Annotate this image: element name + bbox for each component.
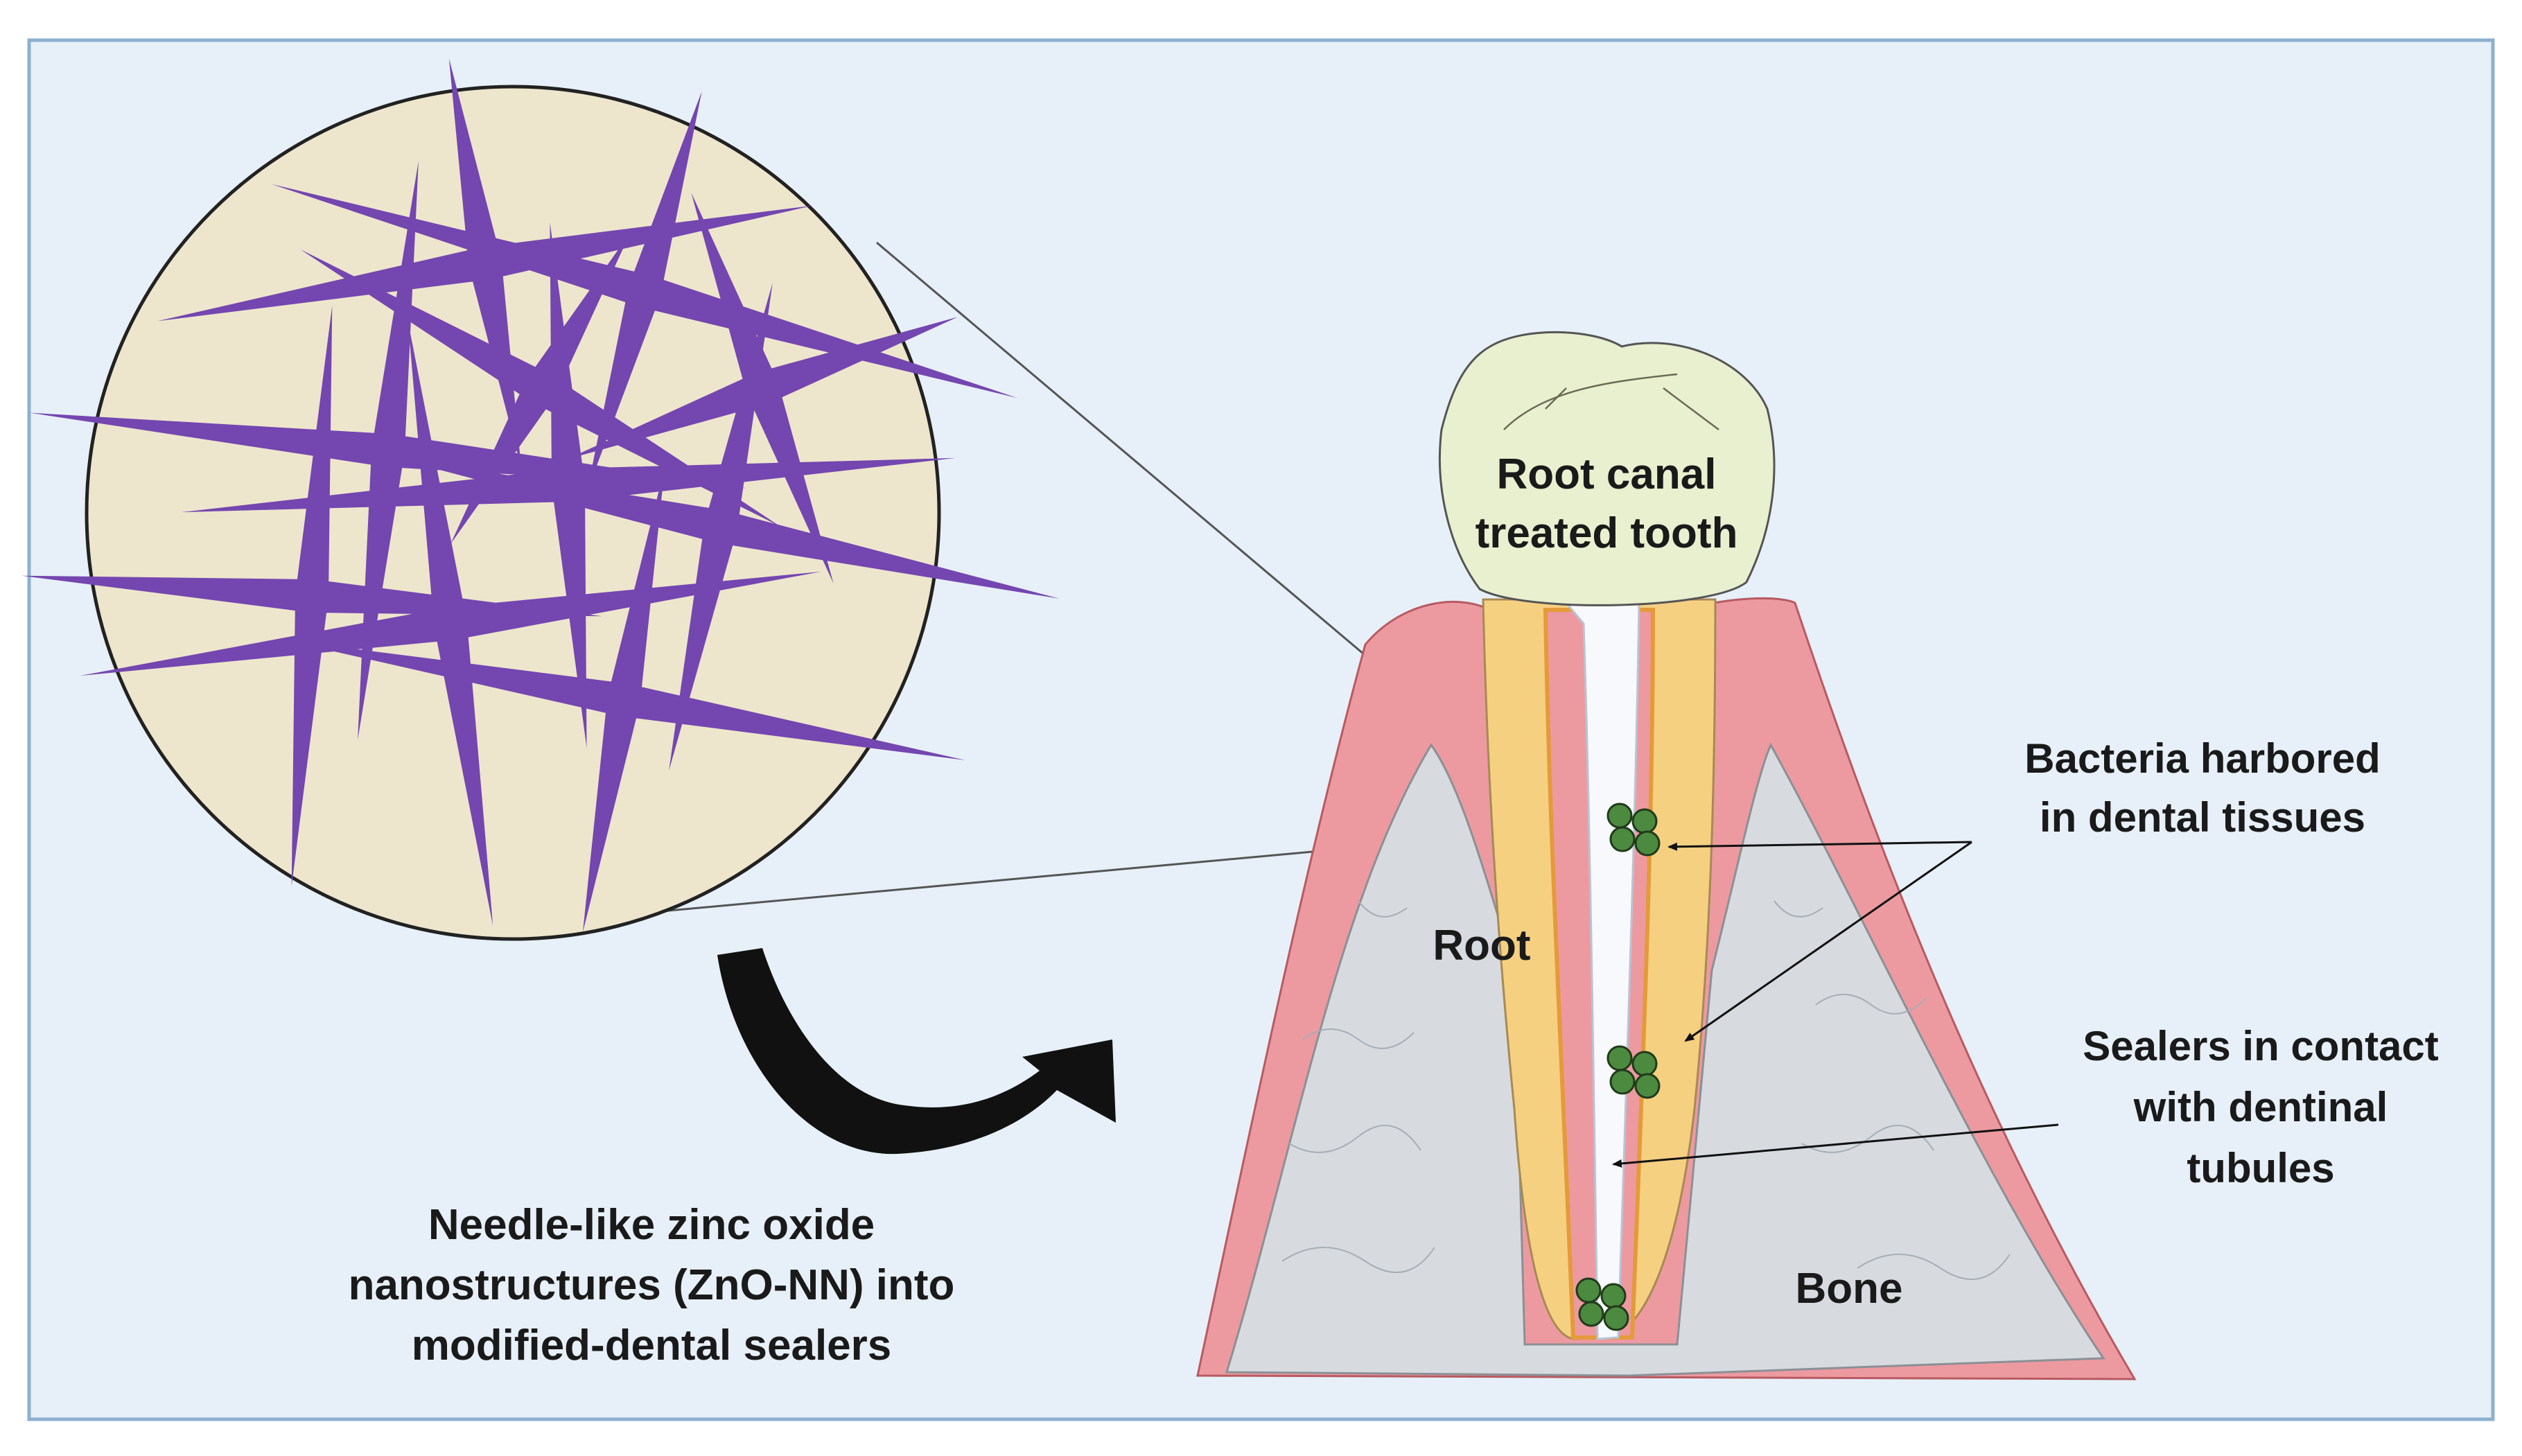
caption-line2: nanostructures (ZnO-NN) into (349, 1261, 955, 1309)
tooth-illustration (1196, 331, 2137, 1380)
caption-line1: Needle-like zinc oxide (428, 1201, 875, 1249)
crown-label-line2: treated tooth (1475, 509, 1738, 557)
zno-needle (587, 91, 702, 491)
bone-texture (1281, 900, 2011, 1280)
bacteria-label-line2: in dental tissues (2040, 794, 2365, 841)
curved-arrow-icon (717, 948, 1116, 1155)
bacterium (1575, 1277, 1602, 1304)
bacterium (1609, 826, 1636, 852)
zno-needle (408, 322, 493, 926)
sealers-label-line3: tubules (2187, 1145, 2334, 1191)
bacterium (1578, 1301, 1604, 1327)
bacterium (1609, 1069, 1636, 1095)
sealers-label-line1: Sealers in contact (2083, 1023, 2439, 1069)
zno-needles (21, 58, 1060, 932)
bacterium (1606, 802, 1633, 829)
crown-cracks (1503, 373, 1719, 430)
bacteria-label-line1: Bacteria harbored (2024, 735, 2381, 782)
zoom-circle-icon (21, 58, 1060, 941)
bacterium (1634, 1073, 1661, 1099)
zno-needle (291, 306, 333, 886)
bone-label: Bone (1796, 1265, 1903, 1313)
bacteria-cluster-icon (1575, 802, 1661, 1331)
sealers-label-line2: with dentinal (2133, 1084, 2388, 1130)
bacterium (1600, 1283, 1627, 1309)
caption-line3: modified-dental sealers (412, 1322, 892, 1369)
bacterium (1634, 830, 1661, 857)
root-label: Root (1433, 922, 1530, 970)
annotation-arrows (1612, 841, 2059, 1168)
bacterium (1631, 1051, 1658, 1077)
bacterium (1606, 1045, 1633, 1071)
zno-needle (582, 468, 665, 932)
crown-label-line1: Root canal (1497, 450, 1717, 498)
zno-needle (450, 231, 631, 545)
bacterium (1631, 808, 1658, 834)
zno-needle (691, 193, 834, 584)
tooth-crown (1439, 331, 1776, 606)
bacterium (1603, 1305, 1629, 1331)
